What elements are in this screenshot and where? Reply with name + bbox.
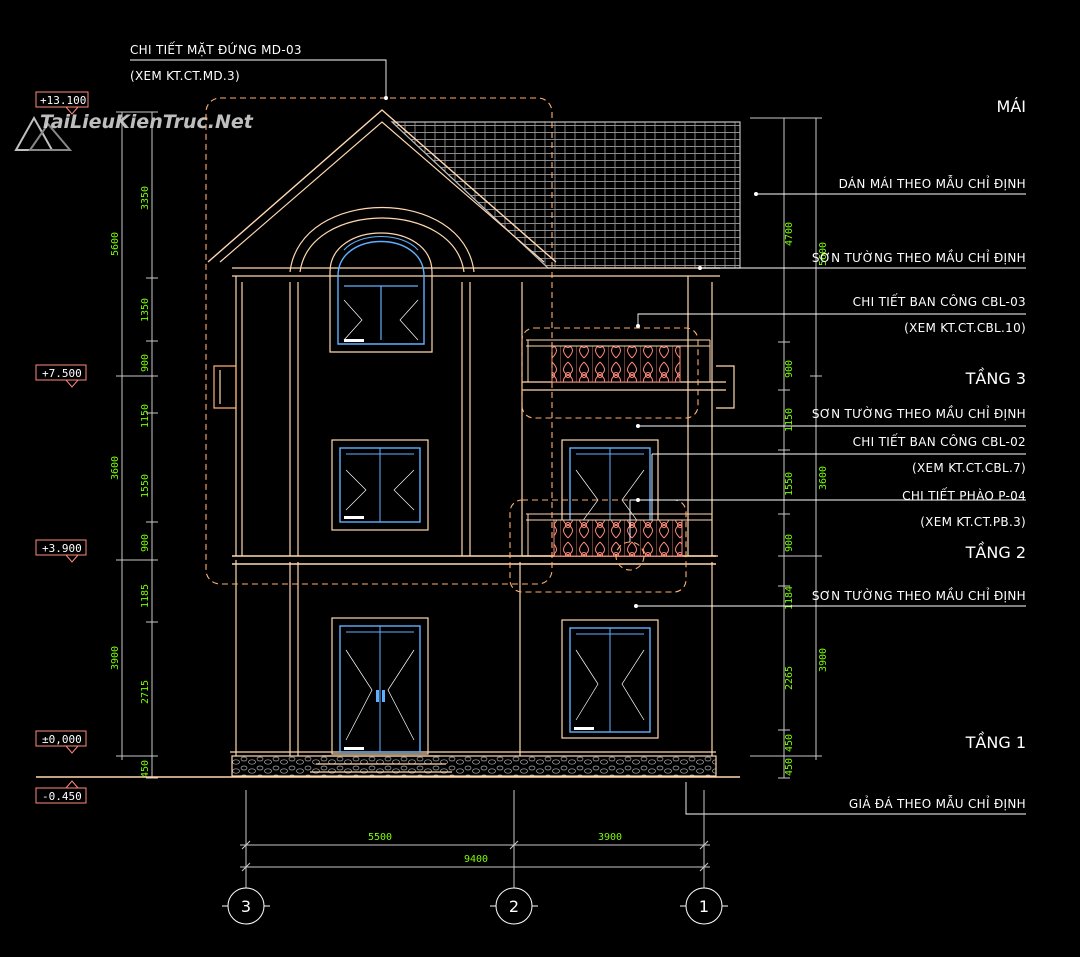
callout-facade-detail: CHI TIẾT MẶT ĐỨNG MD-03: [130, 41, 302, 57]
balustrade-floor3: [526, 339, 711, 383]
watermark-logo: TaiLieuKienTruc.Net: [14, 111, 254, 151]
svg-text:1: 1: [699, 897, 709, 916]
dim-bottom-left-span: 5500: [368, 832, 392, 843]
elevation-markers: +13.100 +7.500 +3.900 ±0,000 -0.450: [35, 91, 89, 804]
bottom-dimension-chain: [240, 790, 710, 888]
stone-plinth: [231, 755, 717, 777]
svg-text:+13.100: +13.100: [40, 94, 86, 107]
callout-wall-paint-3: SƠN TƯỜNG THEO MẦU CHỈ ĐỊNH: [812, 587, 1026, 603]
dim-left-inner-1: 3350: [140, 186, 151, 210]
detail-outline-cbl02: [509, 499, 687, 593]
elev-marker-floor3: +7.500: [35, 364, 87, 388]
callout-stone-base: GIẢ ĐÁ THEO MẪU CHỈ ĐỊNH: [849, 795, 1026, 811]
callout-wall-paint-2: SƠN TƯỜNG THEO MẦU CHỈ ĐỊNH: [812, 405, 1026, 421]
dim-right-inner-1: 4700: [784, 222, 795, 246]
elev-marker-roof: +13.100: [35, 91, 89, 115]
dim-left-outer-2: 3600: [110, 456, 121, 480]
dim-right-inner-3: 1150: [784, 408, 795, 432]
callout-balcony-cbl03: CHI TIẾT BAN CÔNG CBL-03: [853, 293, 1026, 309]
dim-left-inner-3: 900: [140, 354, 151, 372]
callout-leaders: [130, 59, 1026, 815]
grid-axis-1: 1: [685, 887, 723, 925]
callout-balcony-cbl02: CHI TIẾT BAN CÔNG CBL-02: [853, 433, 1026, 449]
left-dimension-chain: [116, 111, 158, 779]
elev-marker-base: -0.450: [35, 780, 87, 804]
callout-balcony-cbl02-ref: (XEM KT.CT.CBL.7): [912, 461, 1026, 475]
svg-text:-0.450: -0.450: [42, 790, 82, 803]
roof-tile-area: [390, 121, 741, 269]
dim-left-outer-3: 3900: [110, 646, 121, 670]
dim-right-outer-1: 5600: [818, 242, 829, 266]
window-left-floor2: [331, 439, 429, 531]
dim-right-inner-9: 450: [784, 758, 795, 776]
callout-roof-tile: DÁN MÁI THEO MẪU CHỈ ĐỊNH: [839, 175, 1026, 191]
level-label-roof: MÁI: [997, 97, 1026, 116]
svg-text:±0,000: ±0,000: [42, 733, 82, 746]
elev-marker-ground: ±0,000: [35, 730, 87, 754]
dim-right-inner-6: 1184: [784, 586, 795, 610]
callout-cornice-p04: CHI TIẾT PHÀO P-04: [902, 487, 1026, 503]
gable-outline: [207, 109, 557, 263]
dim-left-inner-4: 1150: [140, 404, 151, 428]
callout-balcony-cbl03-ref: (XEM KT.CT.CBL.10): [904, 321, 1026, 335]
balustrade-floor2: [526, 513, 713, 557]
callout-dots: [384, 96, 758, 608]
detail-outline-cbl03: [521, 327, 699, 419]
window-arched-floor3: [329, 232, 433, 353]
logo-mark-icon: [14, 115, 73, 151]
dim-left-inner-5: 1550: [140, 474, 151, 498]
dim-right-outer-3: 3900: [818, 648, 829, 672]
svg-text:3: 3: [241, 897, 251, 916]
callout-cornice-p04-ref: (XEM KT.CT.PB.3): [920, 515, 1026, 529]
dim-right-inner-7: 2265: [784, 666, 795, 690]
dim-left-inner-2: 1350: [140, 298, 151, 322]
dim-right-inner-5: 900: [784, 534, 795, 552]
dim-left-inner-7: 1185: [140, 584, 151, 608]
dim-left-outer-4: 450: [140, 760, 151, 778]
level-label-floor3: TẦNG 3: [965, 367, 1026, 388]
svg-text:+3.900: +3.900: [42, 542, 82, 555]
grid-axis-3: 3: [227, 887, 265, 925]
callout-facade-ref: (XEM KT.CT.MD.3): [130, 69, 240, 83]
dim-right-inner-2: 900: [784, 360, 795, 378]
door-main-floor1: [331, 617, 429, 755]
elev-marker-floor2: +3.900: [35, 539, 87, 563]
window-right-floor1: [561, 619, 659, 739]
dim-left-inner-8: 2715: [140, 680, 151, 704]
right-dimension-chain: [750, 117, 822, 779]
dim-bottom-total: 9400: [464, 854, 488, 865]
watermark-text: TaiLieuKienTruc.Net: [40, 111, 254, 133]
level-label-floor2: TẦNG 2: [965, 541, 1026, 562]
grid-axis-2: 2: [495, 887, 533, 925]
callout-wall-paint-1: SƠN TƯỜNG THEO MẦU CHỈ ĐỊNH: [812, 249, 1026, 265]
level-label-floor1: TẦNG 1: [965, 731, 1026, 752]
house-facade: [207, 109, 741, 777]
dim-left-inner-6: 900: [140, 534, 151, 552]
dim-right-inner-4: 1550: [784, 472, 795, 496]
svg-text:2: 2: [509, 897, 519, 916]
dim-left-outer-1: 5600: [110, 232, 121, 256]
svg-text:+7.500: +7.500: [42, 367, 82, 380]
dim-right-inner-8: 450: [784, 734, 795, 752]
detail-outlines: [205, 97, 699, 593]
dim-bottom-right-span: 3900: [598, 832, 622, 843]
dim-right-outer-2: 3600: [818, 466, 829, 490]
